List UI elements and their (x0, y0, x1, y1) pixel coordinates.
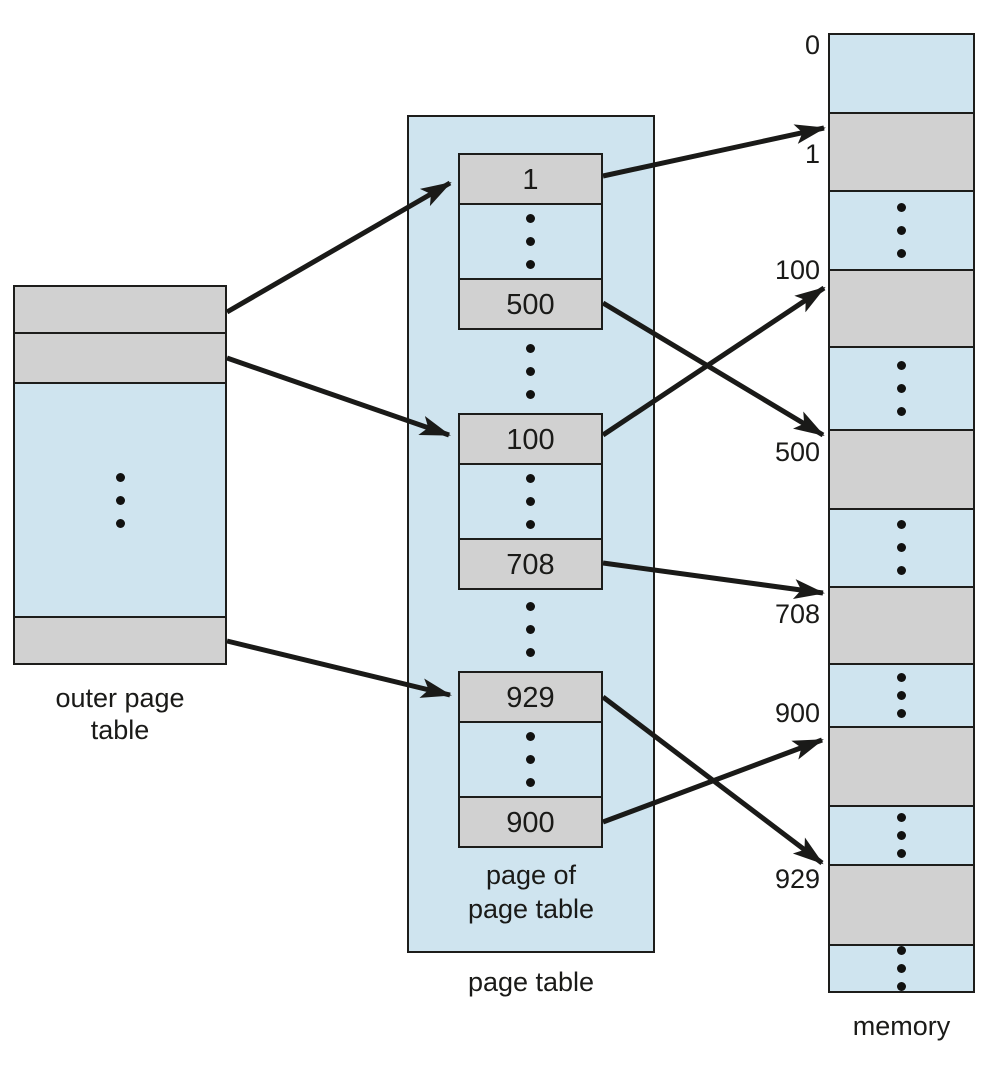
outer-page-table-label-line1: outer page (55, 683, 185, 713)
page-table-entry-500-value: 500 (506, 288, 555, 321)
memory-column (828, 33, 975, 993)
memory-frame-label-500: 500 (774, 437, 820, 467)
memory-frame-1 (830, 112, 973, 191)
memory-frame-label-0: 0 (804, 30, 820, 60)
page-table-entry-929: 929 (460, 673, 601, 721)
memory-frame-100 (830, 269, 973, 346)
memory-frame-label-708: 708 (774, 599, 820, 629)
page-table-label: page table (467, 967, 595, 997)
memory-ellipsis-region (830, 507, 973, 586)
memory-frame-0 (830, 35, 973, 113)
page-table-entry-708: 708 (460, 538, 601, 588)
outer-page-table-entry-bottom (15, 616, 225, 663)
memory-frame-900 (830, 726, 973, 805)
vertical-ellipsis-icon (526, 214, 535, 269)
memory-label: memory (852, 1011, 951, 1041)
memory-frame-label-1: 1 (804, 139, 820, 169)
memory-frame-500 (830, 428, 973, 508)
page-table-entry-708-value: 708 (506, 548, 555, 581)
outer-page-table-label: outer page table (13, 682, 227, 746)
outer-page-table-entry-top (15, 287, 225, 332)
vertical-ellipsis-icon (526, 732, 535, 787)
vertical-ellipsis-icon (897, 360, 906, 416)
outer-page-table-entry-second (15, 332, 225, 382)
memory-ellipsis-region (830, 943, 973, 991)
page-table-ellipsis-cell (460, 203, 601, 278)
vertical-ellipsis-icon (897, 945, 906, 991)
memory-frame-label-900: 900 (774, 698, 820, 728)
page-table-entry-500: 500 (460, 278, 601, 328)
page-table-ellipsis-cell (460, 721, 601, 796)
vertical-ellipsis-icon (115, 472, 125, 528)
vertical-ellipsis-icon (897, 673, 906, 719)
page-of-page-table-label: page of page table (407, 858, 655, 926)
memory-frame-929 (830, 863, 973, 944)
page-table-entry-929-value: 929 (506, 681, 555, 714)
page-table-entry-900: 900 (460, 796, 601, 846)
vertical-ellipsis-icon (897, 812, 906, 858)
memory-frame-label-100: 100 (774, 255, 820, 285)
page-of-page-table-label-line2: page table (467, 894, 595, 924)
vertical-ellipsis-icon (897, 520, 906, 576)
page-table-entry-1-value: 1 (522, 163, 539, 196)
vertical-ellipsis-icon (897, 203, 906, 259)
memory-ellipsis-region (830, 663, 973, 727)
memory-frame-708 (830, 585, 973, 664)
memory-ellipsis-region (830, 345, 973, 429)
memory-frame-label-929: 929 (774, 864, 820, 894)
vertical-ellipsis-icon (458, 602, 603, 657)
page-of-page-table-group-c: 929 900 (458, 671, 603, 848)
outer-page-table (13, 285, 227, 665)
outer-page-table-ellipsis-region (15, 382, 225, 616)
memory-ellipsis-region (830, 804, 973, 864)
page-table-entry-1: 1 (460, 155, 601, 203)
outer-page-table-label-line2: table (90, 715, 150, 745)
memory-ellipsis-region (830, 190, 973, 270)
page-table-ellipsis-cell (460, 463, 601, 538)
vertical-ellipsis-icon (458, 344, 603, 399)
page-of-page-table-group-a: 1 500 (458, 153, 603, 330)
page-table-entry-900-value: 900 (506, 806, 555, 839)
vertical-ellipsis-icon (526, 474, 535, 529)
page-of-page-table-label-line1: page of (485, 860, 577, 890)
page-table-entry-100-value: 100 (506, 423, 555, 456)
page-table-entry-100: 100 (460, 415, 601, 463)
page-of-page-table-group-b: 100 708 (458, 413, 603, 590)
